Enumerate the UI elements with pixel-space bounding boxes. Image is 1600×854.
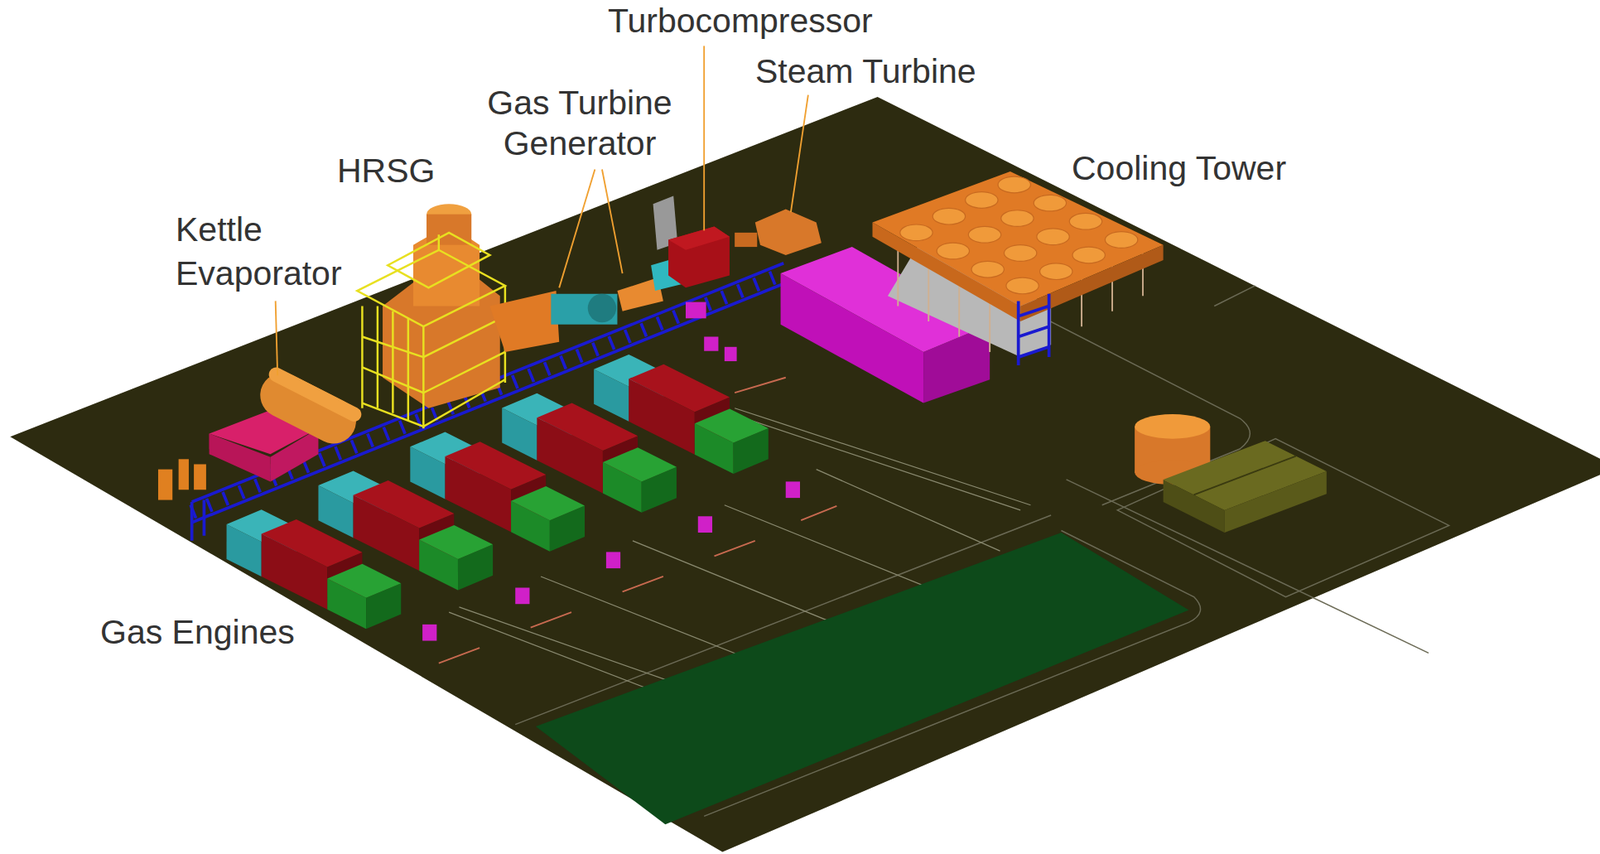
part-label: Gas Engines bbox=[100, 612, 295, 652]
part-label: Turbocompressor bbox=[607, 1, 873, 41]
part-label: Kettle Evaporator bbox=[175, 207, 383, 297]
part-label: Cooling Tower bbox=[1071, 149, 1287, 188]
part-label: Gas Turbine Generator bbox=[455, 82, 704, 164]
part-label: Steam Turbine bbox=[755, 52, 977, 92]
part-label: HRSG bbox=[337, 151, 435, 191]
